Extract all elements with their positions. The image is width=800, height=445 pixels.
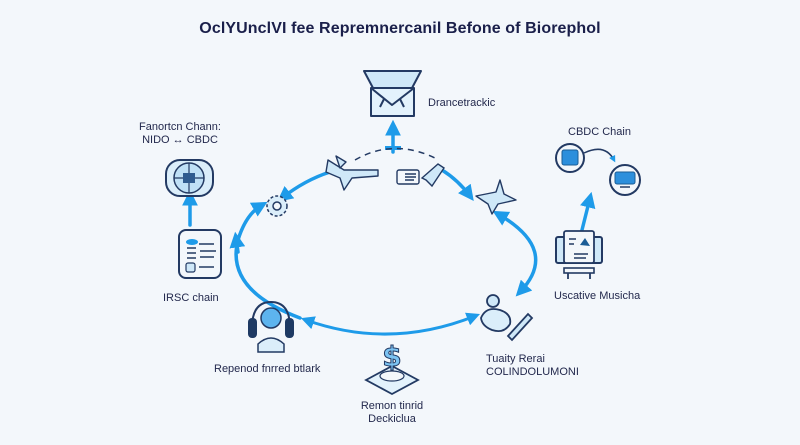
arrow-left-arc-branch bbox=[229, 231, 246, 254]
label-bottom-line1: Remon tinrid bbox=[360, 400, 424, 412]
cbdc-chain-icon bbox=[555, 143, 641, 196]
arrow-bottom-curve bbox=[300, 312, 481, 336]
arrow-right-up bbox=[580, 191, 596, 232]
monitor-dashboard-icon bbox=[555, 230, 603, 279]
label-bottom: Remon tinrid Deckiclua bbox=[342, 400, 442, 426]
label-top-right: CBDC Chain bbox=[568, 126, 631, 138]
label-bottom-right-line2: COLINDOLUMONI bbox=[486, 366, 579, 378]
label-bottom-right: Tuaity Rerai COLINDOLUMONI bbox=[486, 353, 579, 379]
diagram-title: OclYUnclVI fee Repremnercanil Befone of … bbox=[199, 20, 601, 37]
arrow-left-arc-up bbox=[234, 201, 302, 320]
hand-token-icon bbox=[480, 294, 534, 342]
label-left: IRSC chain bbox=[163, 292, 219, 304]
card-transfer-icon bbox=[396, 163, 445, 188]
network-globe-icon bbox=[165, 159, 214, 197]
label-bottom-left: Repenod fnrred btlark bbox=[214, 363, 321, 375]
arrow-card-to-plane-right bbox=[440, 168, 474, 202]
label-top: Drancetrackic bbox=[428, 97, 496, 109]
label-top-left: Fanortcn Chann: NIDO ↔ CBDC bbox=[130, 121, 230, 147]
cycle-arrows bbox=[182, 119, 596, 336]
airplane-left-icon bbox=[325, 155, 379, 191]
document-list-icon bbox=[178, 229, 222, 279]
headset-robot-icon bbox=[248, 300, 294, 353]
svg-text:$: $ bbox=[382, 340, 401, 373]
label-bottom-line2: Deckiclua bbox=[368, 413, 416, 425]
envelope-icon bbox=[363, 70, 422, 117]
airplane-right-icon bbox=[475, 179, 517, 215]
label-right: Uscative Musicha bbox=[554, 290, 641, 302]
arrow-right-arc-down bbox=[492, 210, 538, 297]
arrow-plane-to-gear bbox=[277, 170, 332, 202]
dashed-top-arc bbox=[354, 147, 436, 161]
label-bottom-right-line1: Tuaity Rerai bbox=[486, 353, 545, 365]
gear-icon bbox=[266, 195, 288, 217]
label-top-left-line1: Fanortcn Chann: bbox=[139, 121, 221, 133]
label-top-left-line2: NIDO ↔ CBDC bbox=[142, 134, 218, 146]
dollar-icon: $ bbox=[364, 340, 420, 396]
